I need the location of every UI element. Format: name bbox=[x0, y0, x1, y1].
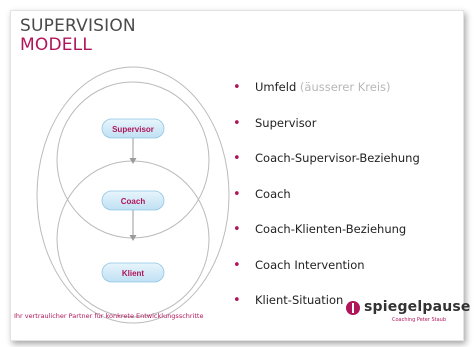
node-supervisor: Supervisor bbox=[101, 118, 165, 139]
list-item: • Umfeld (äusserer Kreis) bbox=[233, 80, 420, 116]
bullet-dot-icon: • bbox=[233, 222, 241, 237]
bullet-text: Supervisor bbox=[255, 115, 317, 130]
list-item: • Coach Intervention bbox=[233, 258, 420, 294]
list-item: • Coach-Supervisor-Beziehung bbox=[233, 151, 420, 187]
list-item: • Coach-Klienten-Beziehung bbox=[233, 222, 420, 258]
slide bbox=[10, 10, 464, 341]
bullet-text: Coach-Klienten-Beziehung bbox=[255, 222, 407, 236]
bullet-dot-icon: • bbox=[233, 115, 241, 131]
bullet-dot-icon: • bbox=[233, 151, 241, 166]
bullet-dot-icon: • bbox=[233, 186, 241, 202]
node-klient-label: Klient bbox=[122, 269, 145, 278]
bullet-dot-icon: • bbox=[233, 293, 241, 308]
list-item: • Coach bbox=[233, 187, 420, 223]
bullet-list: • Umfeld (äusserer Kreis) • Supervisor •… bbox=[233, 80, 420, 329]
bullet-main: Umfeld bbox=[255, 80, 297, 94]
node-coach: Coach bbox=[101, 190, 165, 211]
node-supervisor-label: Supervisor bbox=[112, 125, 154, 134]
logo: spiegelpause Coaching Peter Staub bbox=[346, 299, 470, 326]
list-item: • Klient-Situation bbox=[233, 293, 420, 329]
bullet-note: (äusserer Kreis) bbox=[299, 80, 391, 94]
bullet-dot-icon: • bbox=[233, 257, 241, 273]
arrow-down-icon bbox=[129, 138, 137, 164]
outer-circle bbox=[36, 66, 230, 324]
bullet-text: Coach bbox=[255, 186, 291, 201]
logo-name: spiegelpause bbox=[364, 299, 471, 315]
spiegelpause-logo-icon bbox=[346, 301, 360, 315]
bullet-text: Coach Intervention bbox=[255, 257, 365, 272]
logo-subtitle: Coaching Peter Staub bbox=[392, 317, 446, 323]
bullet-text: Umfeld (äusserer Kreis) bbox=[255, 80, 391, 94]
bullet-dot-icon: • bbox=[233, 80, 241, 95]
title-line-1: SUPERVISION bbox=[20, 16, 136, 36]
bullet-text: Klient-Situation bbox=[255, 293, 344, 307]
footer-tagline: Ihr vertraulicher Partner für konkrete E… bbox=[14, 312, 204, 320]
arrow-down-icon bbox=[129, 209, 137, 241]
node-coach-label: Coach bbox=[121, 197, 146, 206]
node-klient: Klient bbox=[101, 262, 165, 283]
bullet-text: Coach-Supervisor-Beziehung bbox=[255, 151, 420, 165]
title-line-2: MODELL bbox=[20, 35, 93, 55]
list-item: • Supervisor bbox=[233, 116, 420, 152]
